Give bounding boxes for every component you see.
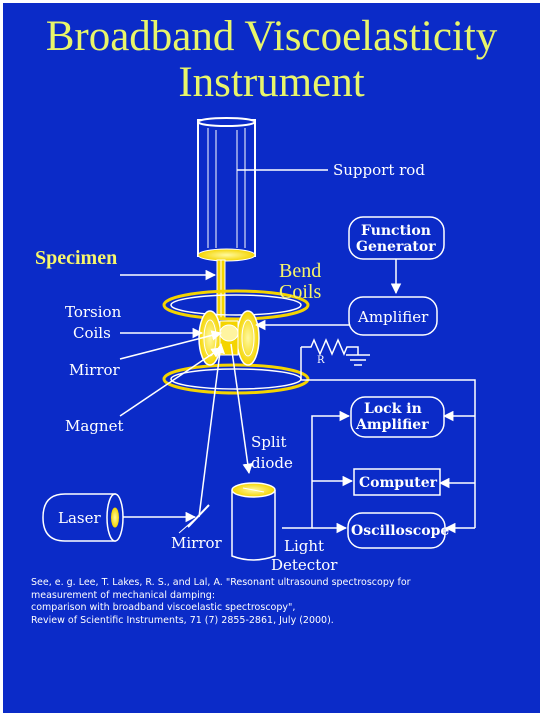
light-detector-label-2: Detector: [271, 556, 338, 574]
bend-coils-label-1: Bend: [279, 260, 321, 282]
light-detector-label-1: Light: [284, 537, 324, 555]
magnet-label: Magnet: [65, 417, 123, 435]
computer-label: Computer: [359, 475, 438, 491]
lock-in-amplifier-box: [350, 396, 445, 438]
oscilloscope-label: Oscilloscope: [351, 523, 449, 539]
magnet-pointer: [119, 347, 222, 417]
citation-line-2: measurement of mechanical damping:: [31, 589, 216, 601]
split-diode-label-2: diode: [251, 454, 293, 472]
citation-line-4: Review of Scientific Instruments, 71 (7)…: [31, 614, 334, 626]
torsion-coils-label-1: Torsion: [65, 303, 122, 321]
support-rod-label: Support rod: [333, 161, 425, 179]
mirror-bottom-label: Mirror: [171, 534, 223, 552]
lock-in-label-2: Amplifier: [355, 417, 429, 433]
citation-line-1: See, e. g. Lee, T. Lakes, R. S., and Lal…: [31, 577, 411, 588]
amplifier-box: [348, 296, 438, 336]
diagram-canvas: Broadband Viscoelasticity Instrument: [3, 3, 540, 713]
split-diode-label-1: Split: [251, 433, 287, 451]
torsion-coils-label-2: Coils: [73, 324, 111, 342]
split-diode: [242, 487, 265, 493]
citation: See, e. g. Lee, T. Lakes, R. S., and Lal…: [31, 577, 511, 627]
laser-beam: [123, 342, 253, 523]
oscilloscope-box: [347, 512, 446, 549]
torsion-coils: [198, 310, 260, 366]
support-rod: [197, 117, 256, 262]
lock-in-label-1: Lock in: [364, 401, 422, 417]
specimen: [216, 259, 226, 319]
mirror-top-label: Mirror: [69, 361, 121, 379]
signal-wiring: [282, 347, 476, 534]
computer-box: [353, 468, 441, 496]
laser-label: Laser: [58, 509, 101, 527]
function-generator-label-1: Function: [361, 223, 431, 239]
specimen-label: Specimen: [35, 247, 117, 269]
resistor-label: R: [317, 355, 325, 366]
bend-coils-label-2: Coils: [279, 281, 321, 303]
specimen-mirror: [219, 324, 239, 342]
instrument-schematic: Support rod Function Generator Specimen …: [35, 117, 476, 574]
function-generator-label-2: Generator: [356, 239, 436, 255]
resistor: [301, 338, 370, 366]
mirror-pointer: [119, 330, 223, 360]
laser: [42, 493, 124, 542]
bend-coil-top: [162, 289, 310, 321]
light-detector: [231, 482, 276, 561]
beam-mirror: [187, 504, 210, 528]
citation-line-3: comparison with broadband viscoelastic s…: [31, 602, 296, 613]
beam-mirror-leader: [178, 518, 196, 534]
title-line-1: Broadband Viscoelasticity: [45, 13, 498, 60]
amplifier-label: Amplifier: [357, 308, 429, 326]
title-line-2: Instrument: [178, 59, 365, 106]
